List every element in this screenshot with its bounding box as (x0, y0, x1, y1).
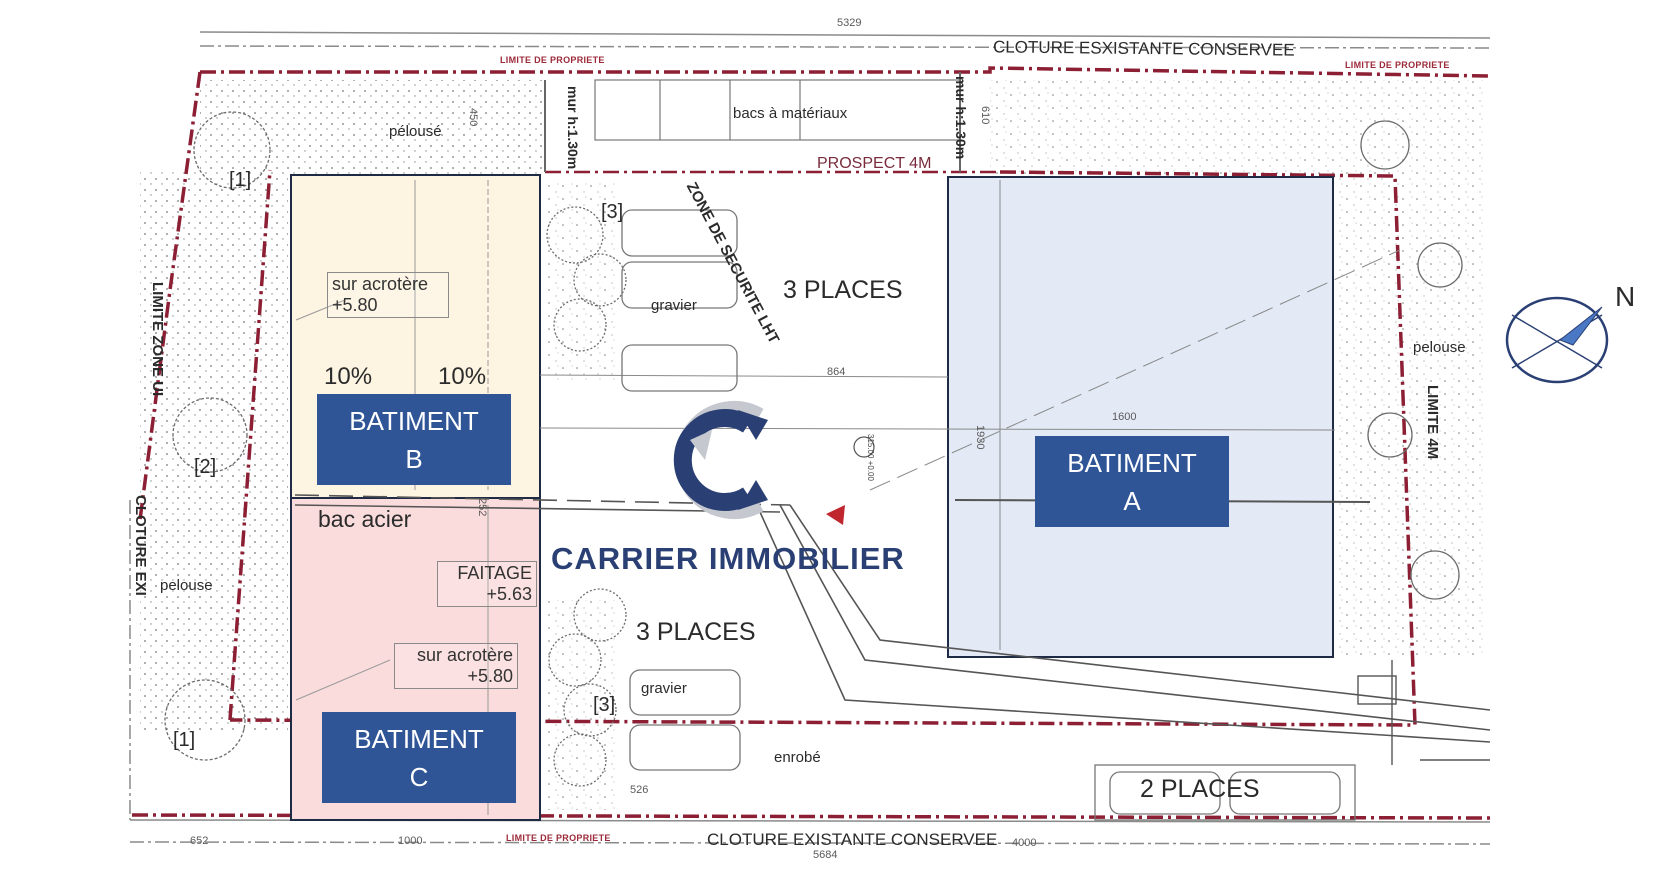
bat-b-acrotere-note: sur acrotère +5.80 (327, 272, 449, 318)
bat-b-note-line2: +5.80 (332, 295, 378, 315)
gate (1357, 660, 1490, 765)
dim-bottom-mid: 1000 (398, 835, 423, 847)
limite-zone-label: LIMITE ZONE UI (149, 282, 166, 397)
bat-b-slope-right: 10% (438, 363, 487, 390)
batiment-a-badge[interactable]: BATIMENT A (1035, 436, 1229, 527)
bat-c-faitage-line1: FAITAGE (457, 563, 532, 583)
spot-elevation (853, 436, 875, 458)
enrobe-label: enrobé (774, 749, 821, 766)
dim-bat-a-depth: 1930 (974, 425, 986, 450)
bat-c-acrotere-note: sur acrotère +5.80 (394, 643, 518, 689)
mur-right-label: mur h:1.30m (953, 76, 969, 160)
cloture-top-label: CLOTURE ESXISTANTE CONSERVEE (992, 37, 1295, 60)
bat-c-badge-line1: BATIMENT (354, 724, 484, 754)
bat-a-badge-line2: A (1123, 486, 1141, 516)
pelouse-top-label: pélousé (389, 123, 442, 140)
marker-3-bottom: [3] (593, 694, 616, 716)
existing-fence (129, 31, 1491, 845)
marker-3-top: [3] (601, 201, 624, 223)
marker-2: [2] (194, 456, 217, 478)
dim-road-width: 864 (827, 366, 846, 378)
carrier-immobilier-logo-text: CARRIER IMMOBILIER (551, 541, 905, 576)
dim-bottom-total: 5684 (813, 849, 838, 861)
batiment-a-footprint[interactable] (947, 176, 1334, 658)
cloture-left-label: CLOTURE EXI (132, 495, 149, 596)
bat-a-badge-line1: BATIMENT (1067, 448, 1197, 478)
limite-4m-label: LIMITE 4M (1424, 385, 1441, 460)
north-arrow-icon (1505, 296, 1609, 384)
gravier-bottom-label: gravier (641, 680, 687, 697)
marker-1-bottom: [1] (173, 729, 196, 751)
dim-bottom-left: 652 (190, 835, 209, 847)
dim-right-margin: 610 (979, 106, 991, 125)
batiment-b-badge[interactable]: BATIMENT B (317, 394, 511, 485)
bat-b-badge-line2: B (405, 444, 423, 474)
access-arrow (826, 505, 845, 525)
prospect-label: PROSPECT 4M (817, 155, 932, 172)
bacs-label: bacs à matériaux (733, 105, 848, 122)
marker-1-top: [1] (229, 169, 252, 191)
bat-c-roof-label: bac acier (318, 506, 412, 532)
limite-propriete-top-left: LIMITE DE PROPRIETE (500, 55, 605, 65)
pelouse-left-label: pelouse (160, 577, 213, 594)
bat-c-faitage-line2: +5.63 (486, 584, 532, 604)
dim-top-margin: 450 (467, 108, 479, 127)
carrier-logo-icon (673, 401, 768, 519)
low-walls (544, 72, 961, 172)
cloture-bottom-label: CLOTURE EXISTANTE CONSERVEE (707, 830, 998, 849)
batiment-c-badge[interactable]: BATIMENT C (322, 712, 516, 803)
bat-b-badge-line1: BATIMENT (349, 406, 479, 436)
places-bottom-label: 3 PLACES (636, 618, 756, 646)
gravier-top-label: gravier (651, 297, 697, 314)
places-right-label: 2 PLACES (1140, 775, 1260, 803)
trees (164, 111, 1463, 787)
dim-top-total: 5329 (837, 17, 862, 29)
bat-c-note-line1: sur acrotère (416, 645, 513, 665)
bat-c-note-line2: +5.80 (467, 666, 513, 686)
dim-bottom-right: 4000 (1012, 837, 1037, 849)
dim-park-bottom: 526 (630, 784, 649, 796)
dim-mid-b: 252 (476, 498, 488, 517)
places-top-label: 3 PLACES (783, 276, 903, 304)
north-label: N (1615, 281, 1636, 312)
pelouse-right-label: pelouse (1413, 339, 1466, 356)
bat-c-badge-line2: C (409, 762, 429, 792)
limite-propriete-bottom: LIMITE DE PROPRIETE (506, 833, 611, 843)
bat-b-note-line1: sur acrotère (332, 274, 429, 294)
parking-stalls (621, 209, 1356, 821)
bat-c-faitage-note: FAITAGE +5.63 (437, 561, 537, 607)
limite-propriete-top-right: LIMITE DE PROPRIETE (1345, 60, 1450, 70)
bat-b-slope-left: 10% (324, 363, 373, 390)
dim-bat-a-width: 1600 (1112, 411, 1137, 423)
mur-left-label: mur h:1.30m (565, 86, 581, 170)
dim-spot-height: 315.00 +0.00 (866, 434, 875, 481)
